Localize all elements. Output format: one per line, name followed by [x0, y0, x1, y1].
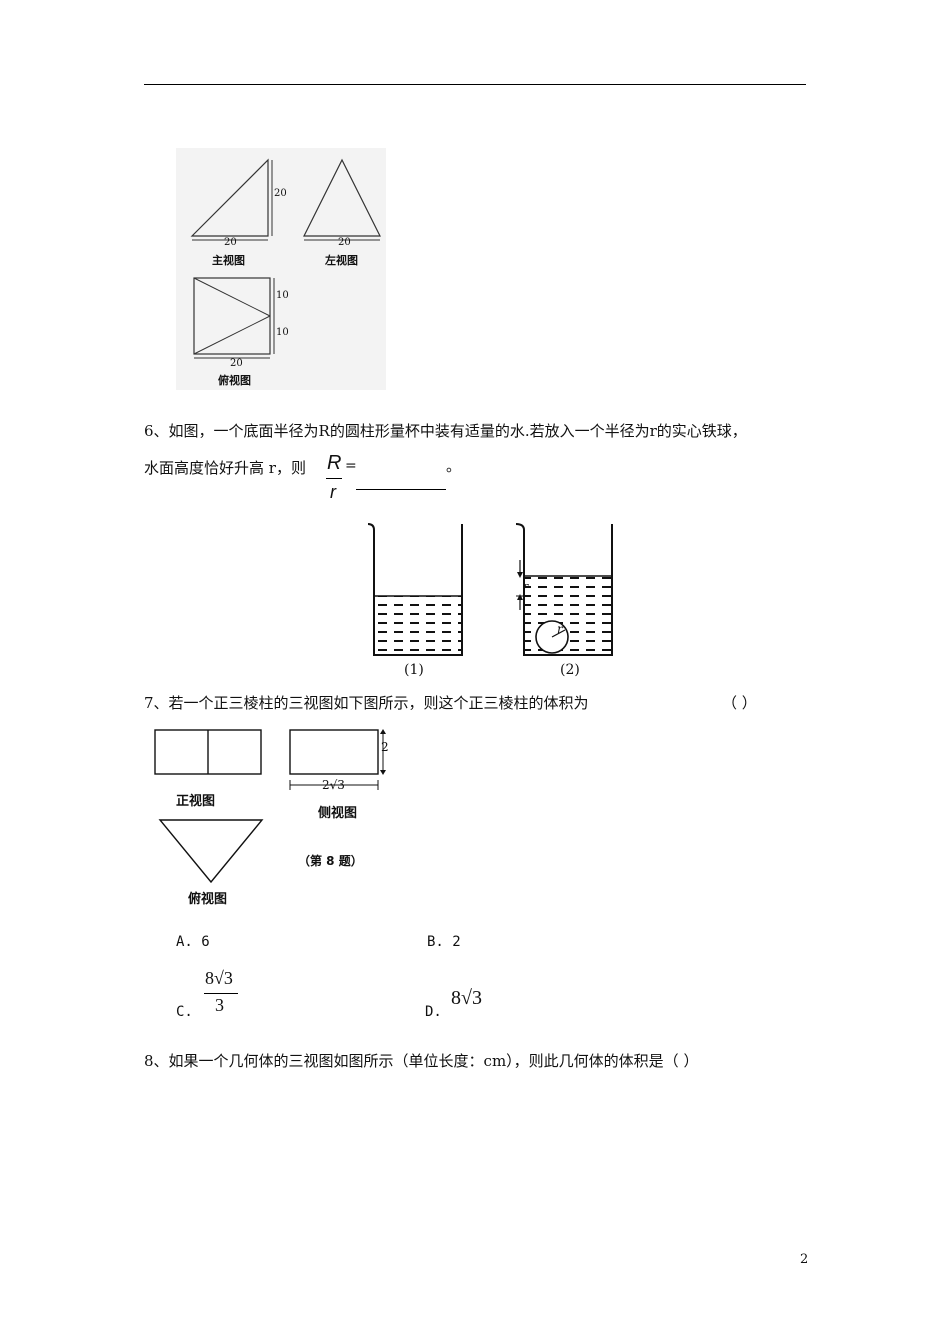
q6-fraction-den: r [330, 482, 336, 502]
q6-fig1-label: (1) [404, 662, 424, 678]
q7-option-c-prefix: C. [176, 1004, 193, 1020]
fig5-front-height: 20 [274, 188, 287, 199]
q7-option-c-den: 3 [215, 995, 224, 1015]
q7-stem: 7、若一个正三棱柱的三视图如下图所示，则这个正三棱柱的体积为 [144, 694, 589, 712]
q6-fraction-num: R [327, 452, 342, 474]
q6-suffix: 。 [446, 457, 462, 475]
q7-option-b: B. 2 [427, 934, 461, 950]
fig5-side-label: 左视图 [325, 254, 358, 267]
fig5-front-width: 20 [224, 237, 237, 248]
fig5-top-h-lower: 10 [276, 327, 289, 338]
q7-option-a: A. 6 [176, 934, 210, 950]
q7-side-view [289, 729, 379, 775]
fig5-top-h-upper: 10 [276, 290, 289, 301]
side-view-triangle [303, 158, 381, 237]
front-view-triangle [190, 158, 269, 237]
q6-line2: 水面高度恰好升高 r，则 [144, 459, 306, 477]
q6-equals: = [345, 458, 357, 474]
q7-paren: （ ） [722, 694, 757, 712]
q6-rise-r-label: r [523, 580, 529, 593]
q7-option-d-prefix: D. [425, 1004, 442, 1020]
q6-answer-blank [356, 489, 446, 490]
q7-option-c-bar [204, 993, 238, 994]
q6-ball-r-label: r [557, 622, 563, 636]
q6-fraction-bar [326, 478, 342, 479]
header-rule [144, 84, 806, 85]
q7-option-d-value: 8√3 [451, 987, 482, 1009]
q7-top-label: 俯视图 [188, 892, 228, 907]
q7-front-label: 正视图 [176, 794, 216, 809]
q7-top-view [158, 819, 264, 884]
q7-option-c-num: 8√3 [205, 968, 233, 988]
q5-three-views [190, 158, 381, 359]
q7-caption: （第 8 题） [298, 854, 363, 868]
fig5-front-label: 主视图 [212, 254, 245, 267]
fig5-side-width: 20 [338, 237, 351, 248]
q7-three-views [154, 729, 386, 884]
page-number: 2 [800, 1252, 809, 1267]
q7-side-label: 侧视图 [318, 806, 358, 821]
q6-beakers [367, 523, 613, 656]
q5-figure [176, 148, 386, 390]
fig5-top-label: 俯视图 [218, 374, 251, 387]
fig5-top-width: 20 [230, 358, 243, 369]
q6-fig2-label: (2) [560, 662, 580, 678]
q8-stem: 8、如果一个几何体的三视图如图所示（单位长度：cm），则此几何体的体积是（ ） [144, 1052, 699, 1070]
top-view-rect [193, 277, 271, 355]
q6-line1: 6、如图，一个底面半径为R的圆柱形量杯中装有适量的水.若放入一个半径为r的实心铁… [144, 422, 747, 440]
q7-side-width: 2√3 [322, 778, 345, 792]
q7-side-height: 2 [381, 740, 389, 754]
